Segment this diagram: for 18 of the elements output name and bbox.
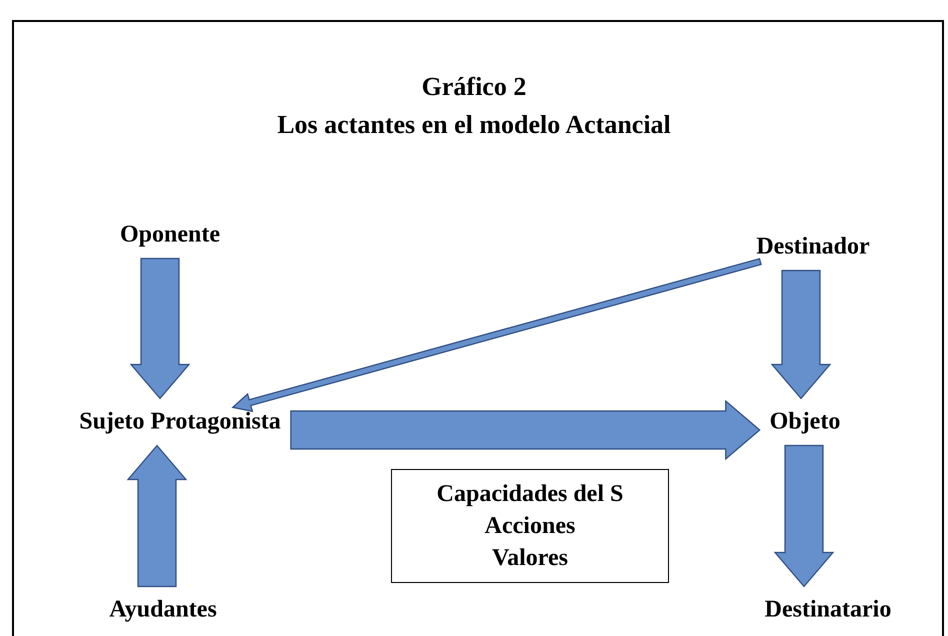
block-arrow	[126, 444, 188, 588]
actant-label: Oponente	[120, 222, 220, 248]
actant-label: Destinador	[756, 234, 870, 260]
block-arrow	[130, 258, 190, 400]
diagram-title: Gráfico 2	[422, 72, 526, 102]
actant-label: Ayudantes	[109, 596, 217, 624]
box-text: Valores	[490, 544, 569, 573]
actant-label: Sujeto Protagonista	[79, 408, 281, 436]
text-box	[391, 469, 669, 583]
box-text: Acciones	[484, 512, 576, 541]
block-arrow	[770, 270, 832, 400]
actant-label: Destinatario	[764, 596, 892, 624]
box-text: Capacidades del S	[436, 480, 624, 509]
diagram-subtitle: Los actantes en el modelo Actancial	[277, 110, 671, 140]
arrow	[231, 258, 762, 412]
block-arrow	[290, 400, 761, 460]
block-arrow	[774, 444, 834, 588]
actant-label: Objeto	[770, 408, 840, 436]
